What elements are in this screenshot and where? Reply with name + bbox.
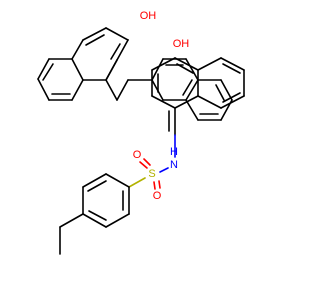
sulfonyl-oxygen-upper-label: O xyxy=(133,149,142,161)
amine-hydrogen-label: H xyxy=(170,146,178,158)
hydroxyl-label-right: OH xyxy=(173,38,190,50)
sulfonamide-bonds xyxy=(128,134,176,190)
naphthalene-core xyxy=(151,57,245,136)
chemical-structure-diagram: OH OH H N S O O xyxy=(37,10,245,255)
nitrogen-label: N xyxy=(170,159,178,171)
naphthol-ring-right xyxy=(105,58,233,121)
ethylbenzene-ring xyxy=(59,173,130,255)
naphthol-ring-left xyxy=(37,27,129,101)
hydroxyl-label-left: OH xyxy=(140,10,157,22)
sulfonyl-oxygen-lower-label: O xyxy=(153,190,162,202)
sulfur-label: S xyxy=(148,168,155,180)
